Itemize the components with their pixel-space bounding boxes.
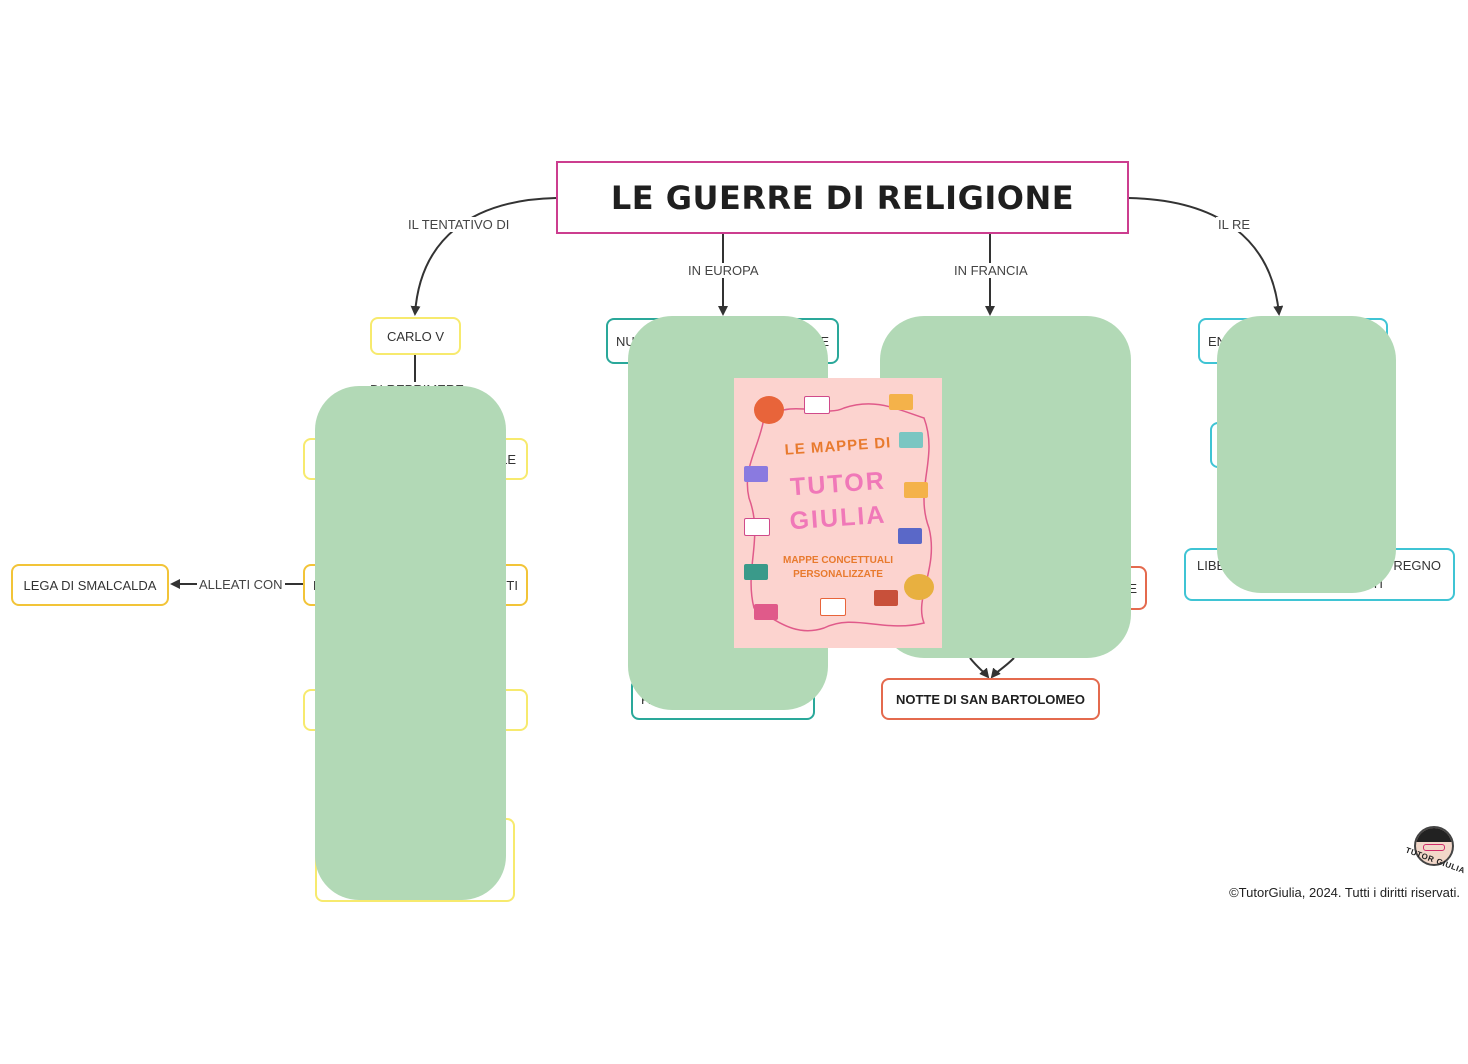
book-icon xyxy=(820,598,846,616)
edge-label-re: IL RE xyxy=(1216,217,1253,232)
avatar-glasses xyxy=(1423,844,1445,851)
book-icon xyxy=(904,482,928,498)
edge-left xyxy=(410,197,557,316)
node-carlo-v: CARLO V xyxy=(370,317,461,355)
node-lega-smalcalda: LEGA DI SMALCALDA xyxy=(11,564,169,606)
book-icon xyxy=(889,394,913,410)
edge-right xyxy=(1128,197,1284,316)
cover-right xyxy=(1217,316,1396,593)
map-title: LE GUERRE DI RELIGIONE xyxy=(556,161,1129,234)
logo-swirl xyxy=(746,403,933,632)
logo-subtitle-line1: MAPPE CONCETTUALI xyxy=(783,555,893,566)
book-icon xyxy=(744,564,768,580)
copyright-footer: ©TutorGiulia, 2024. Tutti i diritti rise… xyxy=(1229,885,1460,900)
book-icon xyxy=(899,432,923,448)
book-icon xyxy=(754,604,778,620)
book-icon xyxy=(898,528,922,544)
book-icon xyxy=(874,590,898,606)
logo-subtitle-line2: PERSONALIZZATE xyxy=(793,569,883,580)
edge-label-europa: IN EUROPA xyxy=(686,263,761,278)
avatar-hair xyxy=(1416,828,1452,842)
edge-label-alleati: ALLEATI CON xyxy=(197,577,285,592)
book-icon xyxy=(744,518,770,536)
edge-label-tentativo: IL TENTATIVO DI xyxy=(406,217,512,232)
edge-bartolomeo-b xyxy=(990,657,1015,679)
tutor-giulia-avatar xyxy=(1414,826,1454,866)
book-icon xyxy=(754,396,784,424)
book-icon xyxy=(804,396,830,414)
edge-bartolomeo-a xyxy=(969,657,990,679)
node-notte-san-bartolomeo: NOTTE DI SAN BARTOLOMEO xyxy=(881,678,1100,720)
book-icon xyxy=(744,466,768,482)
cover-left xyxy=(315,386,506,900)
tutor-giulia-logo: LE MAPPE DI TUTOR GIULIA MAPPE CONCETTUA… xyxy=(734,378,942,648)
logo-subtitle: MAPPE CONCETTUALI PERSONALIZZATE xyxy=(734,554,942,582)
book-icon xyxy=(904,574,934,600)
edge-label-francia: IN FRANCIA xyxy=(952,263,1030,278)
